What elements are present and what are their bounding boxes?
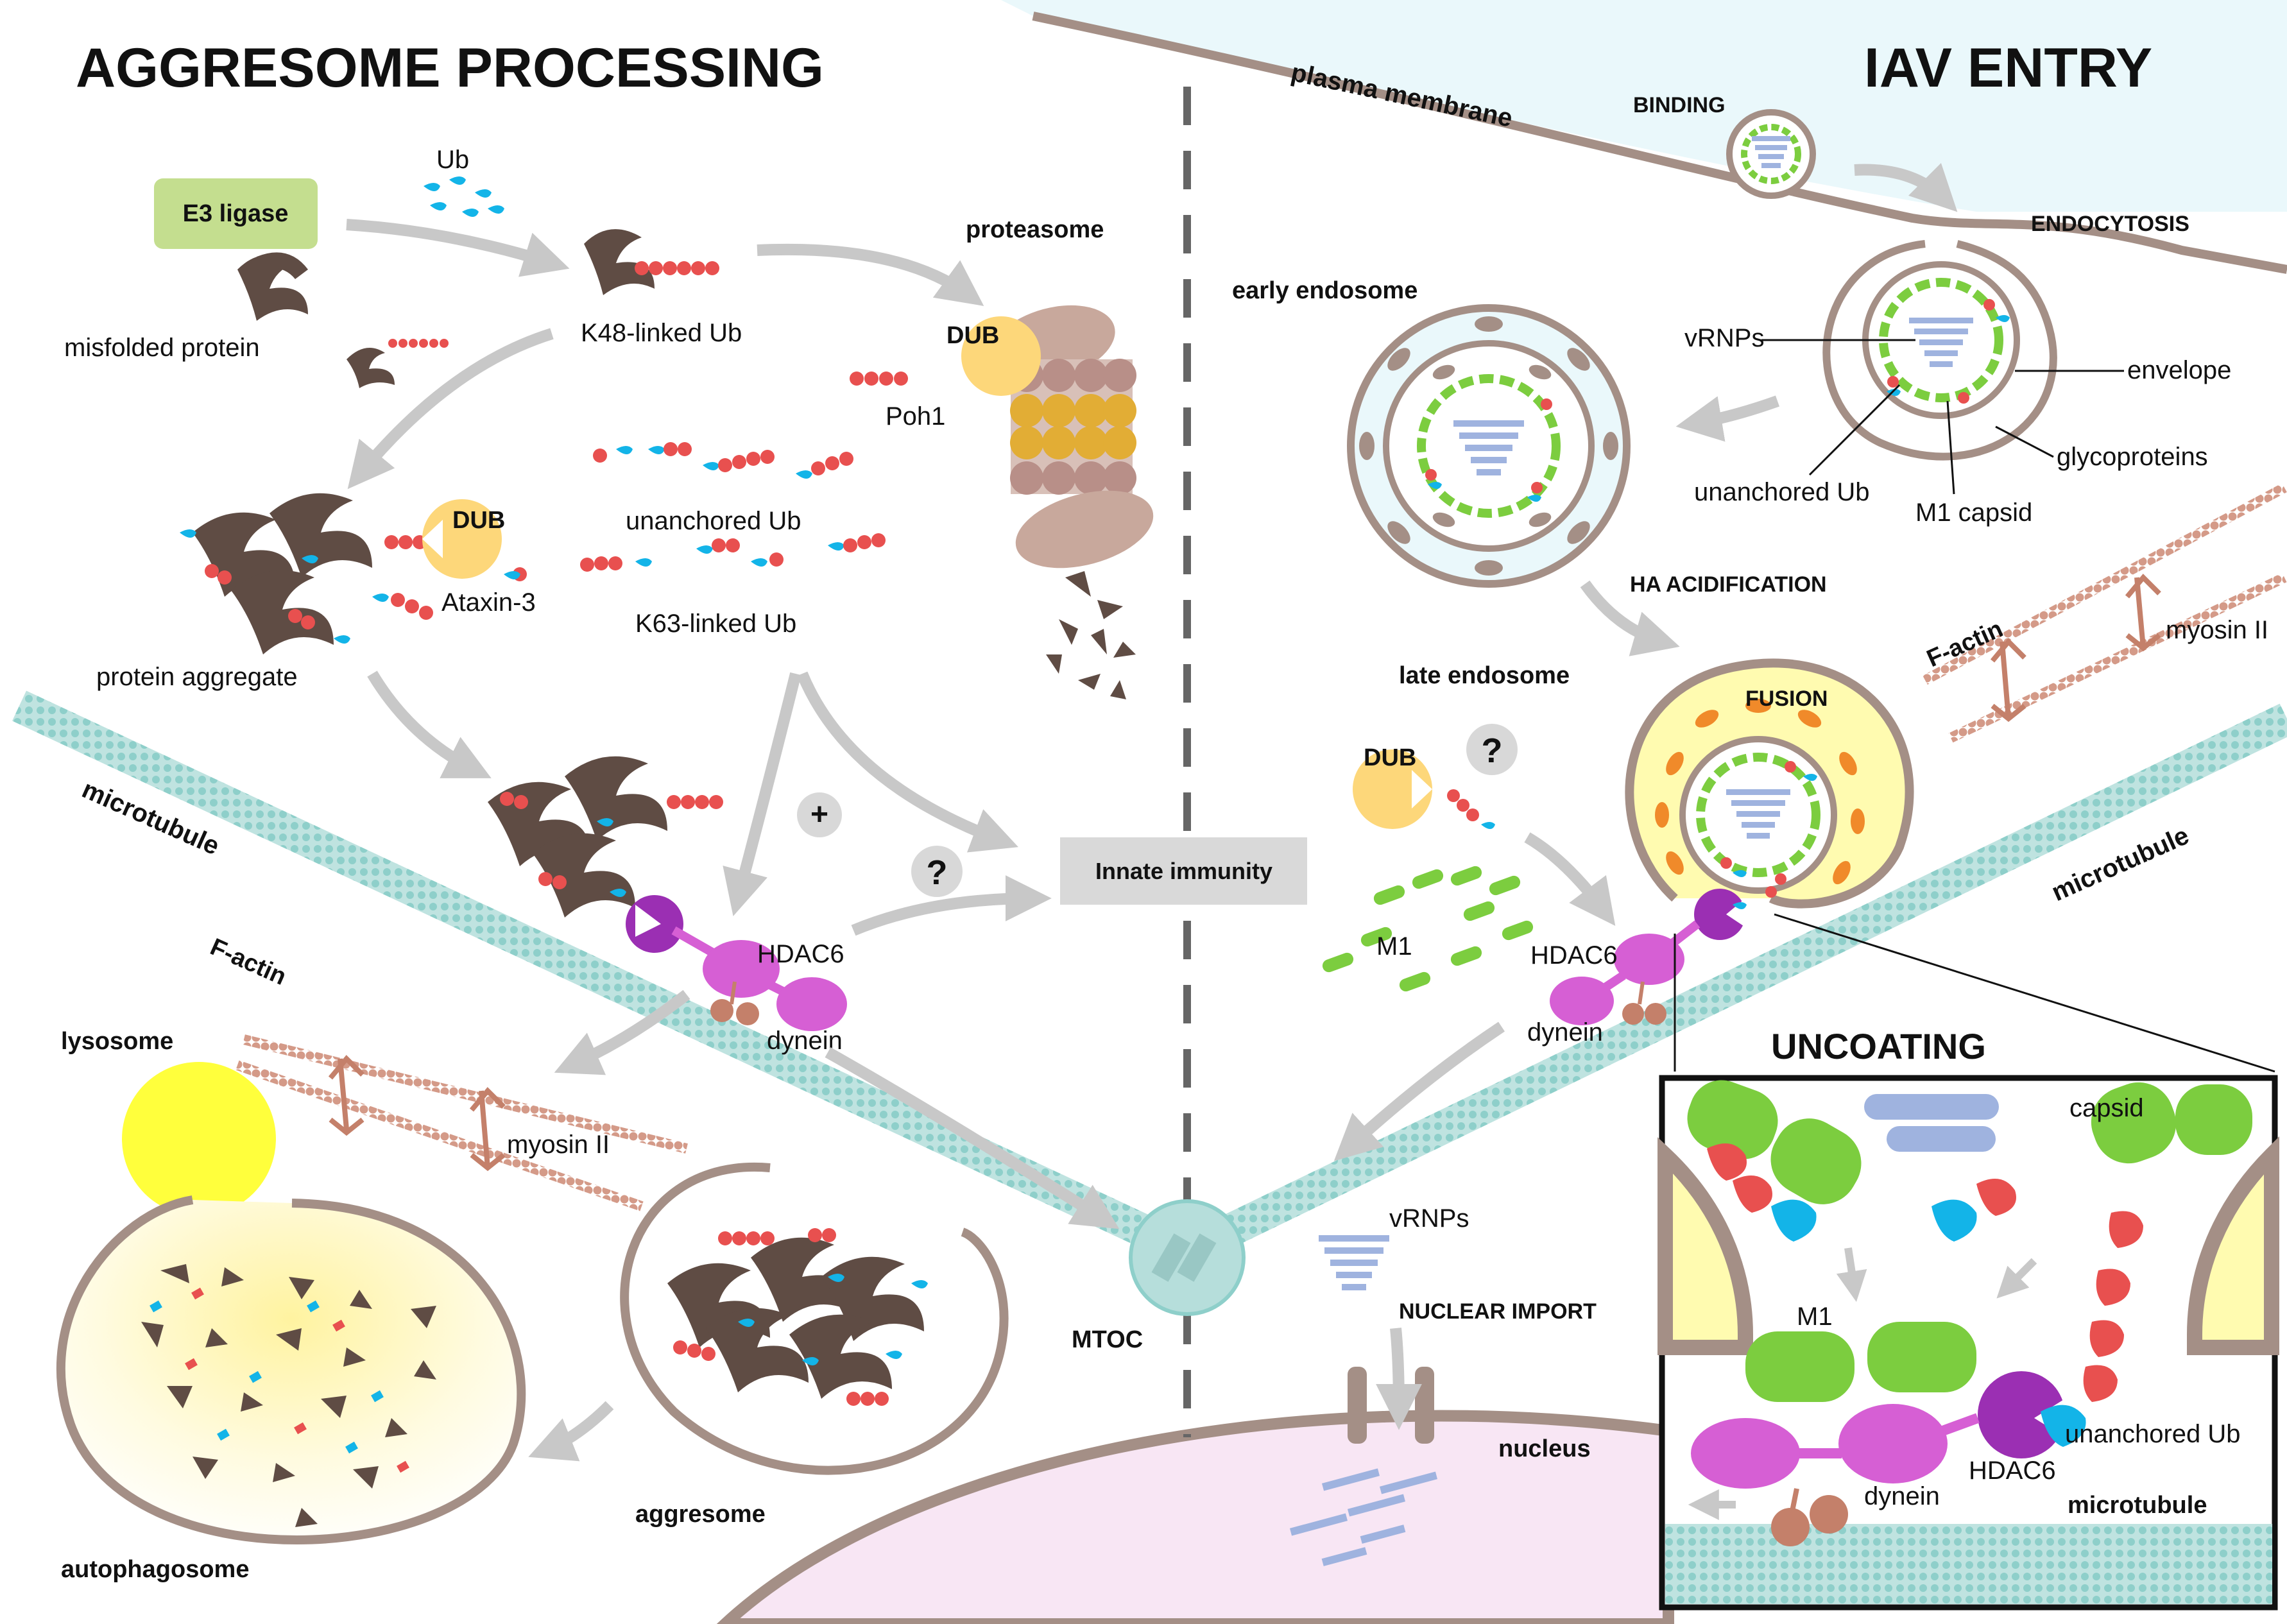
envelope-label: envelope bbox=[2127, 356, 2231, 384]
f-actin-left bbox=[236, 1034, 688, 1211]
autophagosome-label: autophagosome bbox=[61, 1556, 249, 1583]
misfolded-protein-icon bbox=[237, 252, 308, 321]
vrnps-free-icon bbox=[1319, 1235, 1389, 1290]
extracellular-space bbox=[1001, 0, 2287, 212]
left-arrows bbox=[346, 219, 1120, 1462]
proteasome-icon bbox=[989, 305, 1154, 568]
free-ub-chains-icon bbox=[580, 442, 886, 572]
myosin-right-icon bbox=[1990, 574, 2161, 722]
virus-binding-icon bbox=[1726, 109, 1816, 199]
aggresome-label: aggresome bbox=[635, 1501, 766, 1528]
degraded-fragments-icon bbox=[141, 1264, 436, 1527]
lysosome-shape bbox=[122, 1062, 276, 1216]
nuclear-import-label: NUCLEAR IMPORT bbox=[1399, 1299, 1597, 1324]
innate-immunity-label: Innate immunity bbox=[1095, 858, 1272, 884]
ub-label: Ub bbox=[436, 146, 469, 174]
endocytosis-vesicle-icon bbox=[1822, 240, 2057, 461]
inset-dynein-label: dynein bbox=[1864, 1482, 1940, 1510]
plus-badge bbox=[797, 792, 842, 837]
hdac6-right-label: HDAC6 bbox=[1530, 941, 1618, 970]
f-actin-left-label: F-actin bbox=[206, 934, 290, 991]
k48-ub-protein-icon bbox=[584, 229, 719, 295]
early-endosome-label: early endosome bbox=[1232, 277, 1418, 304]
m1-right-label: M1 bbox=[1376, 932, 1412, 961]
left-title: AGGRESOME PROCESSING bbox=[76, 37, 824, 99]
right-arrows bbox=[1333, 162, 1958, 1430]
dub-right-icon bbox=[1353, 749, 1432, 829]
misfolded-protein-label: misfolded protein bbox=[64, 334, 260, 362]
myosin-left-icon bbox=[328, 1055, 506, 1172]
inset-unanchored-ub-label: unanchored Ub bbox=[2065, 1420, 2241, 1448]
m1-capsid-label: M1 capsid bbox=[1915, 499, 2032, 527]
k48-ub-label: K48-linked Ub bbox=[581, 319, 742, 347]
autophagosome-shape bbox=[56, 1195, 526, 1544]
vrnps-free-label: vRNPs bbox=[1389, 1204, 1469, 1233]
hdac6-left-icon bbox=[626, 895, 847, 1031]
dub-right-label: DUB bbox=[1364, 744, 1416, 771]
glycoproteins-label: glycoproteins bbox=[2057, 443, 2208, 471]
myosin-right-label: myosin II bbox=[2166, 616, 2268, 644]
binding-label: BINDING bbox=[1633, 93, 1726, 117]
protein-aggregate-icon bbox=[180, 493, 441, 654]
innate-immunity-box bbox=[1060, 837, 1307, 905]
late-endosome-icon bbox=[1625, 658, 1914, 909]
question-left-badge bbox=[911, 846, 963, 897]
peptide-fragments-icon bbox=[1046, 571, 1136, 699]
question-right-label: ? bbox=[1482, 731, 1503, 770]
dub-poh1-icon bbox=[961, 316, 1041, 396]
aggregate-on-hdac6-icon bbox=[488, 756, 723, 918]
aggresome-membrane bbox=[620, 1162, 1009, 1475]
unanchored-ub-right-label: unanchored Ub bbox=[1694, 478, 1870, 506]
right-title: IAV ENTRY bbox=[1864, 37, 2152, 99]
poh1-ub-chain bbox=[850, 372, 908, 386]
dub-poh1-label: DUB bbox=[946, 322, 999, 349]
e3-ligase-label: E3 ligase bbox=[183, 200, 289, 227]
ha-acidification-label: HA ACIDIFICATION bbox=[1630, 572, 1827, 597]
myosin-left-label: myosin II bbox=[507, 1131, 610, 1159]
inset-hdac6-label: HDAC6 bbox=[1969, 1457, 2056, 1485]
early-endosome-icon bbox=[1347, 304, 1631, 588]
nucleus-shape bbox=[716, 1410, 1674, 1624]
proteasome-label: proteasome bbox=[966, 216, 1104, 243]
vrnps-label: vRNPs bbox=[1684, 324, 1764, 352]
protein-aggregate-label: protein aggregate bbox=[96, 663, 298, 691]
endocytosis-label: ENDOCYTOSIS bbox=[2031, 212, 2189, 236]
uncoating-inset bbox=[1657, 1075, 2279, 1611]
hdac6-left-label: HDAC6 bbox=[757, 940, 844, 968]
question-right-badge bbox=[1466, 724, 1518, 775]
e3-ligase-box bbox=[154, 178, 318, 249]
aggresome-contents-icon bbox=[667, 1228, 928, 1406]
hdac6-right-icon bbox=[1550, 889, 1747, 1025]
inset-title: UNCOATING bbox=[1771, 1026, 1986, 1066]
small-ub-protein-icon bbox=[347, 339, 449, 388]
lysosome-label: lysosome bbox=[61, 1028, 173, 1055]
m1-fragments-icon bbox=[1322, 866, 1534, 992]
microtubule-right bbox=[1179, 703, 2287, 1267]
vrnp-imported-icon bbox=[1289, 1468, 1438, 1566]
late-endosome-label: late endosome bbox=[1399, 662, 1570, 689]
dub-ataxin3-label: DUB bbox=[452, 507, 505, 534]
inset-m1-label: M1 bbox=[1797, 1303, 1833, 1331]
dynein-right-label: dynein bbox=[1527, 1018, 1603, 1047]
plus-label: + bbox=[810, 798, 828, 832]
ub-drops-icon bbox=[424, 176, 504, 217]
nucleus-label: nucleus bbox=[1498, 1435, 1591, 1462]
microtubule-left bbox=[12, 690, 1195, 1267]
poh1-label: Poh1 bbox=[886, 402, 945, 431]
ataxin3-label: Ataxin-3 bbox=[441, 588, 536, 617]
inset-capsid-label: capsid bbox=[2069, 1094, 2144, 1122]
unanchored-ub-label: unanchored Ub bbox=[626, 507, 801, 535]
fusion-label: FUSION bbox=[1745, 687, 1828, 711]
mtoc-label: MTOC bbox=[1072, 1326, 1143, 1353]
inset-microtubule-label: microtubule bbox=[2068, 1492, 2207, 1519]
question-left-label: ? bbox=[927, 853, 948, 892]
dub-ataxin3-icon bbox=[422, 499, 502, 579]
k63-ub-label: K63-linked Ub bbox=[635, 610, 796, 638]
